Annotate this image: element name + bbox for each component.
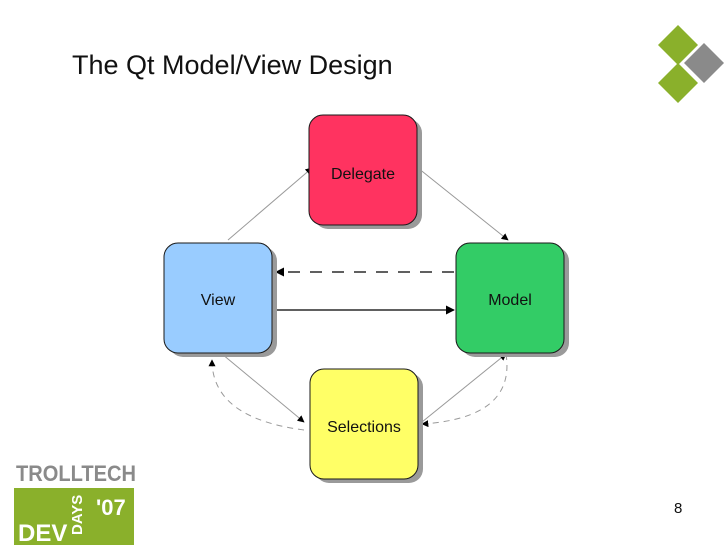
logo-event-line-1: DEV (18, 520, 67, 545)
view-node: View (163, 242, 277, 357)
logo-year: '07 (96, 495, 126, 520)
model-node: Model (455, 242, 569, 357)
arrow-selections-to-model (421, 353, 507, 423)
model-label: Model (488, 292, 532, 309)
trolltech-dev-days-logo: TROLLTECH DEV DAYS '07 (14, 461, 136, 545)
diamond-green-top (658, 25, 698, 65)
corner-diamond-decoration (658, 25, 724, 103)
delegate-node: Delegate (308, 114, 422, 229)
slide-title: The Qt Model/View Design (72, 50, 393, 80)
logo-event-line-2: DAYS (69, 495, 86, 535)
logo-brand-text: TROLLTECH (16, 461, 136, 486)
arrow-delegate-to-model (417, 167, 509, 241)
selections-label: Selections (327, 419, 401, 436)
diamond-green-bottom (658, 63, 698, 103)
selections-node: Selections (309, 368, 423, 483)
diamond-gray (684, 43, 724, 83)
view-label: View (201, 292, 236, 309)
arrow-model-to-selections-dashed (421, 353, 508, 428)
page-number: 8 (674, 500, 683, 517)
arrow-view-to-delegate (227, 167, 313, 241)
delegate-label: Delegate (331, 166, 395, 183)
arrow-view-to-selections (221, 353, 305, 423)
arrow-selections-to-view-dashed (208, 359, 305, 431)
